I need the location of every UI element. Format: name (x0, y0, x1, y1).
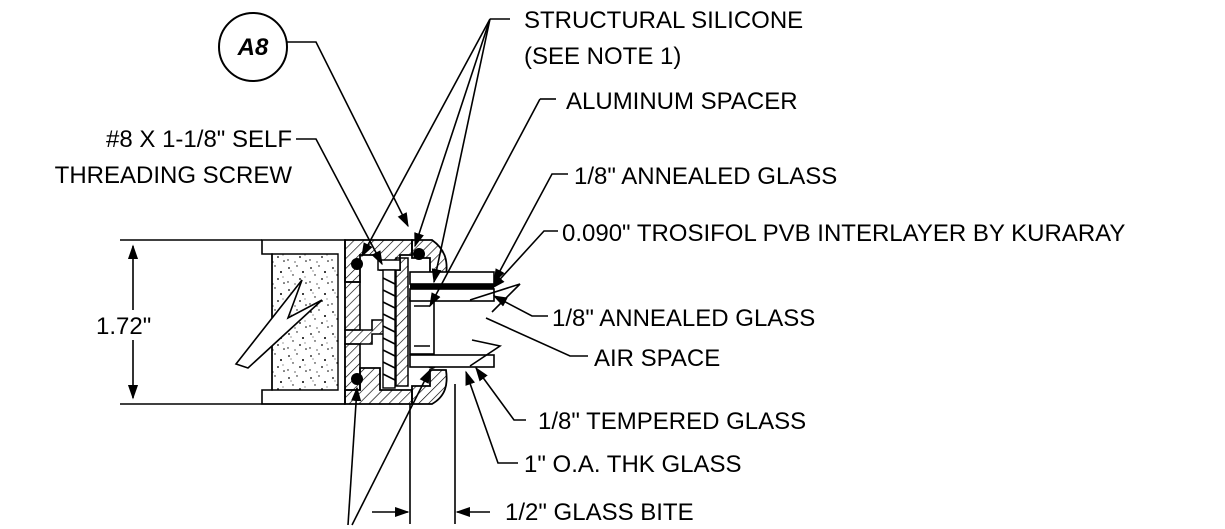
interlayer-label: 0.090" TROSIFOL PVB INTERLAYER BY KURARA… (562, 220, 1125, 247)
air-space-label: AIR SPACE (594, 345, 720, 372)
glass-thickness-label: 1" O.A. THK GLASS (524, 451, 742, 478)
tempered-glass-label: 1/8" TEMPERED GLASS (538, 408, 806, 435)
annealed-glass-bottom-leader: 1/8" ANNEALED GLASS (492, 295, 815, 332)
interlayer-leader: 0.090" TROSIFOL PVB INTERLAYER BY KURARA… (491, 220, 1125, 290)
aluminum-spacer (409, 297, 435, 355)
annealed-glass-top-label: 1/8" ANNEALED GLASS (574, 163, 837, 190)
height-dimension-value: 1.72" (96, 313, 151, 340)
glass-bite-dimension: 1/2" GLASS BITE (372, 384, 694, 526)
screw-label-line1: #8 X 1-1/8" SELF (106, 126, 292, 153)
structural-silicone-leaders: STRUCTURAL SILICONE (SEE NOTE 1) (361, 7, 803, 284)
annealed-glass-bottom-label: 1/8" ANNEALED GLASS (552, 305, 815, 332)
bottom-silicone-leaders (347, 368, 431, 526)
aluminum-spacer-leader: ALUMINUM SPACER (429, 88, 798, 308)
annealed-glass-top-leader: 1/8" ANNEALED GLASS (493, 163, 837, 284)
aluminum-spacer-label: ALUMINUM SPACER (566, 88, 798, 115)
detail-tag-text: A8 (237, 34, 269, 61)
tempered-glass-leader: 1/8" TEMPERED GLASS (475, 366, 806, 435)
glass-bite-label: 1/2" GLASS BITE (505, 499, 694, 526)
structural-silicone-label: STRUCTURAL SILICONE (524, 7, 803, 34)
screw-label-line2: THREADING SCREW (55, 162, 293, 189)
detail-tag: A8 (218, 12, 409, 228)
glass-thickness-leader: 1" O.A. THK GLASS (465, 370, 742, 478)
air-space-leader: AIR SPACE (485, 317, 720, 372)
see-note-label: (SEE NOTE 1) (524, 43, 681, 70)
height-dimension: 1.72" (96, 239, 345, 405)
glass-assembly (409, 271, 521, 368)
screw-leader: #8 X 1-1/8" SELF THREADING SCREW (55, 126, 383, 266)
foam-core (234, 239, 346, 405)
self-threading-screw (377, 259, 401, 389)
